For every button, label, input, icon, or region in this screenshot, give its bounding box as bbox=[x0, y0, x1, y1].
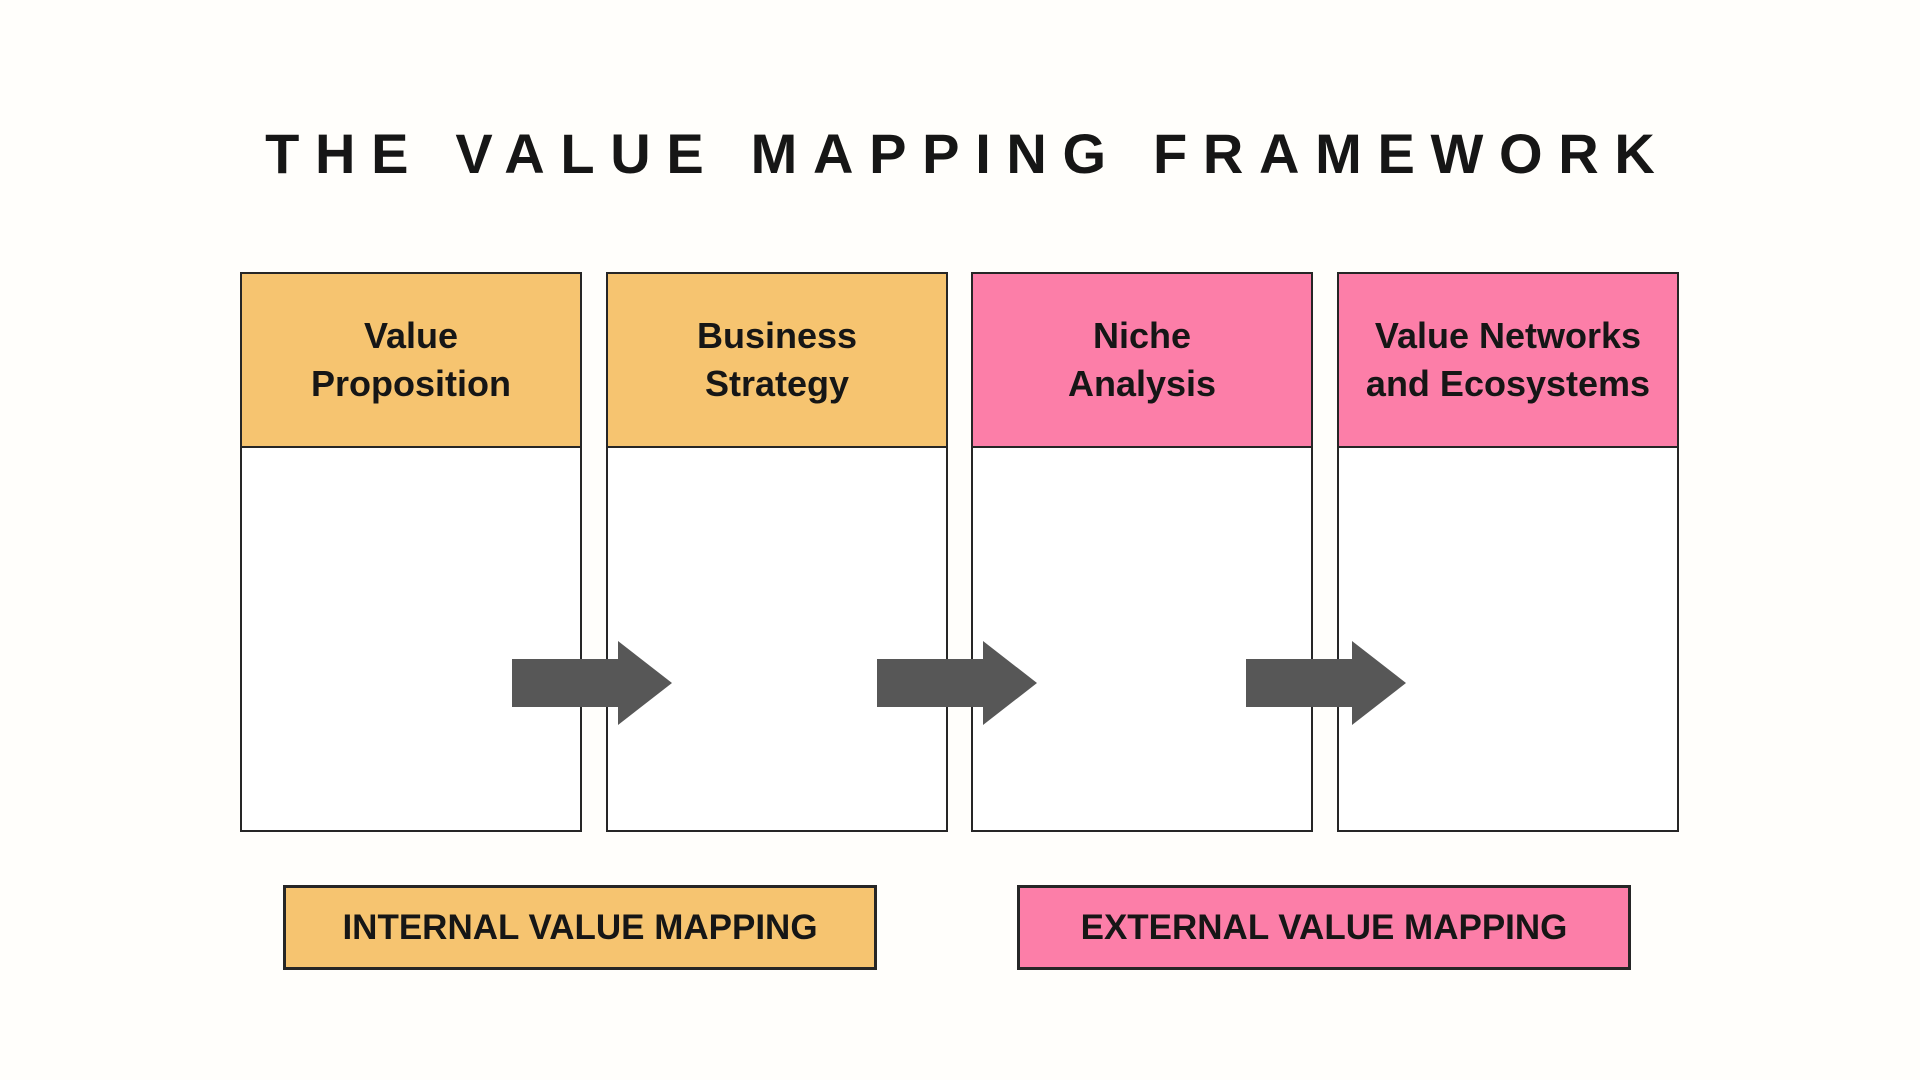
stage-box-value-networks-ecosystems: Value Networks and Ecosystems bbox=[1337, 272, 1679, 832]
right-arrow-icon bbox=[1246, 641, 1406, 725]
stage-label: Business Strategy bbox=[696, 315, 858, 404]
stage-label: Niche Analysis bbox=[1067, 315, 1217, 404]
stage-body-empty bbox=[1339, 448, 1677, 830]
external-value-mapping-label: EXTERNAL VALUE MAPPING bbox=[1017, 885, 1631, 970]
right-arrow-icon bbox=[512, 641, 672, 725]
stage-header: Business Strategy bbox=[608, 274, 946, 448]
stage-body-empty bbox=[973, 448, 1311, 830]
stage-header: Niche Analysis bbox=[973, 274, 1311, 448]
stage-body-empty bbox=[608, 448, 946, 830]
stage-box-niche-analysis: Niche Analysis bbox=[971, 272, 1313, 832]
stage-box-value-proposition: Value Proposition bbox=[240, 272, 582, 832]
stage-label: Value Networks and Ecosystems bbox=[1365, 315, 1651, 404]
internal-value-mapping-label: INTERNAL VALUE MAPPING bbox=[283, 885, 877, 970]
stage-body-empty bbox=[242, 448, 580, 830]
stage-header: Value Networks and Ecosystems bbox=[1339, 274, 1677, 448]
page-title: THE VALUE MAPPING FRAMEWORK bbox=[265, 122, 1671, 185]
stage-label: Value Proposition bbox=[311, 315, 511, 404]
stage-header: Value Proposition bbox=[242, 274, 580, 448]
right-arrow-icon bbox=[877, 641, 1037, 725]
stage-box-business-strategy: Business Strategy bbox=[606, 272, 948, 832]
